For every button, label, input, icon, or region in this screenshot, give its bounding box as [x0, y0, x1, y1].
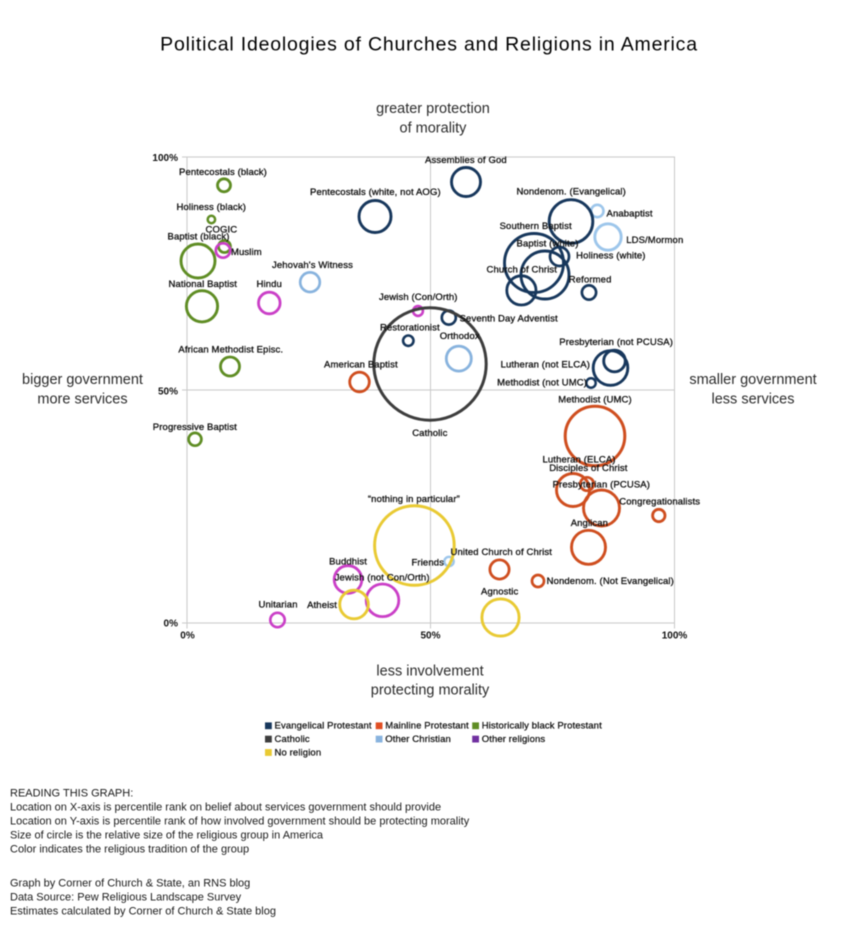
svg-text:100%: 100%: [662, 631, 688, 642]
svg-text:“nothing in particular”: “nothing in particular”: [368, 494, 460, 505]
svg-text:Southern Baptist: Southern Baptist: [500, 221, 572, 232]
svg-text:Nondenom. (Evangelical): Nondenom. (Evangelical): [517, 186, 626, 197]
svg-text:Data Source: Pew Religious Lan: Data Source: Pew Religious Landscape Sur…: [10, 892, 242, 904]
svg-text:Holiness (white): Holiness (white): [576, 251, 646, 262]
svg-text:Pentecostals (white, not AOG): Pentecostals (white, not AOG): [310, 187, 441, 198]
svg-text:Assemblies of God: Assemblies of God: [425, 155, 507, 166]
svg-text:Jewish (Con/Orth): Jewish (Con/Orth): [379, 292, 458, 303]
svg-text:protecting morality: protecting morality: [371, 683, 490, 699]
svg-text:Disciples of Christ: Disciples of Christ: [549, 463, 628, 474]
svg-text:National Baptist: National Baptist: [169, 279, 238, 290]
svg-text:Presbyterian (PCUSA): Presbyterian (PCUSA): [553, 479, 650, 490]
svg-text:Catholic: Catholic: [275, 734, 310, 745]
svg-text:bigger government: bigger government: [22, 372, 143, 388]
svg-text:Nondenom. (Not Evangelical): Nondenom. (Not Evangelical): [547, 576, 674, 587]
svg-text:Jewish (not Con/Orth): Jewish (not Con/Orth): [335, 573, 430, 584]
svg-text:smaller government: smaller government: [689, 372, 816, 388]
svg-text:Political Ideologies of Church: Political Ideologies of Churches and Rel…: [160, 34, 698, 56]
svg-text:0%: 0%: [180, 631, 195, 642]
svg-text:Seventh Day Adventist: Seventh Day Adventist: [460, 313, 558, 324]
svg-text:Graph by Corner of Church & St: Graph by Corner of Church & State, an RN…: [10, 878, 250, 890]
svg-text:COGIC: COGIC: [206, 225, 238, 236]
svg-text:Congregationalists: Congregationalists: [619, 496, 700, 507]
svg-text:more services: more services: [37, 392, 127, 408]
svg-text:Jehovah's Witness: Jehovah's Witness: [272, 260, 353, 271]
svg-text:Hindu: Hindu: [257, 279, 282, 290]
svg-text:Evangelical Protestant: Evangelical Protestant: [275, 721, 372, 732]
svg-text:Location on X-axis is percenti: Location on X-axis is percentile rank on…: [10, 802, 441, 814]
svg-text:African Methodist Episc.: African Methodist Episc.: [178, 344, 283, 355]
svg-text:Unitarian: Unitarian: [259, 600, 298, 611]
svg-text:No religion: No religion: [275, 747, 322, 758]
svg-text:Orthodox: Orthodox: [440, 331, 480, 342]
svg-text:Color indicates the religious: Color indicates the religious tradition …: [10, 844, 249, 856]
svg-text:American Baptist: American Baptist: [324, 360, 398, 371]
svg-text:Presbyterian (not PCUSA): Presbyterian (not PCUSA): [559, 337, 673, 348]
svg-text:Methodist (not UMC): Methodist (not UMC): [497, 378, 587, 389]
svg-text:Estimates calculated by Corner: Estimates calculated by Corner of Church…: [10, 906, 276, 918]
svg-text:50%: 50%: [420, 631, 440, 642]
svg-text:Baptist (white): Baptist (white): [517, 239, 579, 250]
svg-text:LDS/Mormon: LDS/Mormon: [626, 235, 683, 246]
svg-text:Restorationist: Restorationist: [380, 322, 440, 333]
svg-text:Methodist (UMC): Methodist (UMC): [558, 395, 632, 406]
svg-text:Baptist (black): Baptist (black): [168, 232, 230, 243]
svg-text:of morality: of morality: [400, 121, 468, 137]
svg-text:Anabaptist: Anabaptist: [607, 209, 653, 220]
svg-text:less services: less services: [712, 392, 795, 408]
svg-text:Mainline Protestant: Mainline Protestant: [385, 721, 469, 732]
svg-text:Lutheran (not ELCA): Lutheran (not ELCA): [501, 359, 590, 370]
svg-text:Other Christian: Other Christian: [385, 734, 451, 745]
svg-text:Other religions: Other religions: [482, 734, 546, 745]
svg-text:Anglican: Anglican: [571, 518, 608, 529]
svg-text:Pentecostals (black): Pentecostals (black): [179, 167, 267, 178]
svg-text:Reformed: Reformed: [569, 275, 612, 286]
svg-text:Holiness (black): Holiness (black): [177, 202, 247, 213]
svg-text:100%: 100%: [152, 153, 178, 164]
svg-text:Buddhist: Buddhist: [329, 557, 367, 568]
svg-text:0%: 0%: [164, 619, 179, 630]
svg-text:United Church of Christ: United Church of Christ: [451, 547, 553, 558]
svg-text:Location on Y-axis is percenti: Location on Y-axis is percentile rank of…: [10, 816, 470, 828]
svg-text:less involvement: less involvement: [376, 664, 483, 680]
svg-text:Atheist: Atheist: [307, 600, 337, 611]
svg-text:greater protection: greater protection: [376, 101, 490, 117]
svg-text:Historically black Protestant: Historically black Protestant: [482, 721, 602, 732]
svg-text:Friends: Friends: [412, 558, 445, 569]
svg-text:Catholic: Catholic: [412, 428, 447, 439]
svg-text:Agnostic: Agnostic: [481, 587, 519, 598]
svg-text:Size of circle is the relative: Size of circle is the relative size of t…: [10, 830, 324, 842]
svg-text:READING THIS GRAPH:: READING THIS GRAPH:: [10, 788, 133, 800]
svg-text:Church of Christ: Church of Christ: [487, 265, 558, 276]
svg-text:Lutheran (ELCA): Lutheran (ELCA): [543, 455, 616, 466]
svg-text:50%: 50%: [158, 387, 178, 398]
svg-text:Muslim: Muslim: [231, 247, 262, 258]
svg-text:Progressive Baptist: Progressive Baptist: [153, 422, 237, 433]
